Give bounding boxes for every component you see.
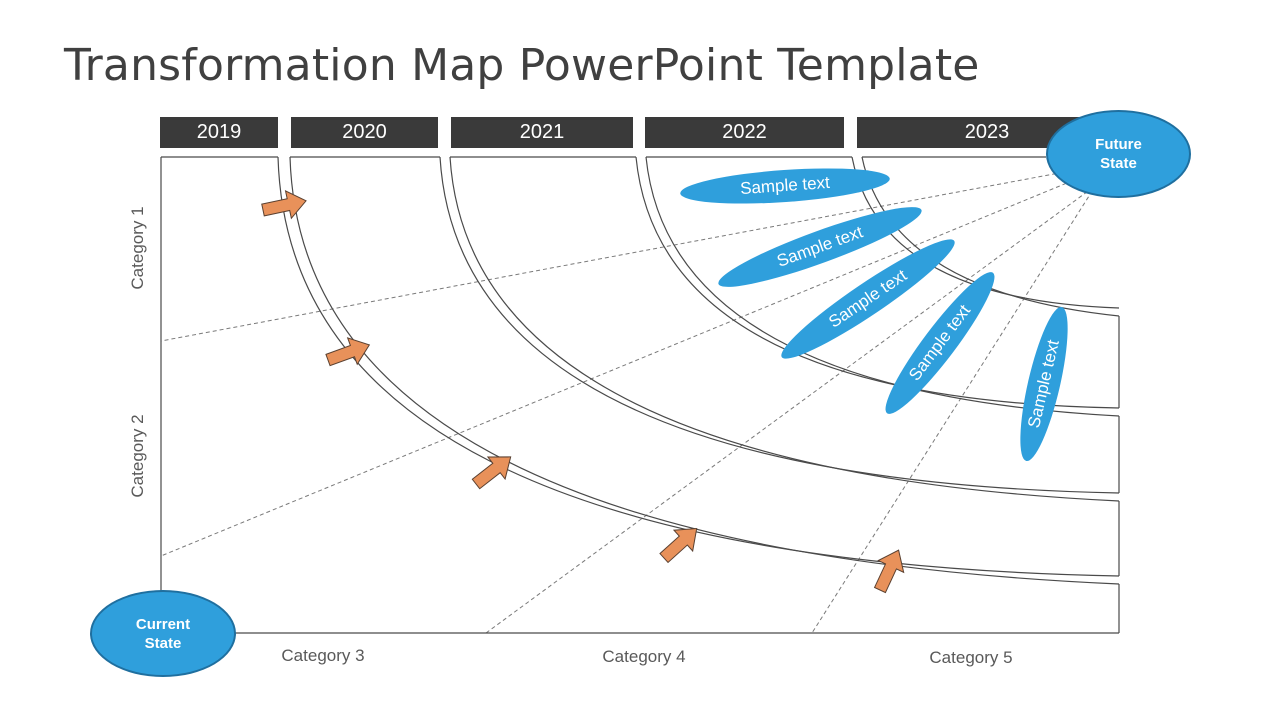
year-header-2019: 2019 xyxy=(160,117,278,148)
guide-ray xyxy=(811,184,1097,634)
arrow-2 xyxy=(325,337,371,367)
current-state-line2: State xyxy=(144,634,182,652)
guide-ray xyxy=(160,161,1119,342)
category-label-2: Category 2 xyxy=(128,414,147,498)
guide-rays xyxy=(160,161,1119,634)
guide-ray xyxy=(485,174,1111,634)
arc-road-2 xyxy=(439,156,1120,494)
arc-roads xyxy=(277,156,1120,585)
future-state-node: Future State xyxy=(1046,110,1191,198)
progress-arrows xyxy=(261,190,905,594)
category-label-3: Category 3 xyxy=(281,646,365,665)
future-state-line1: Future xyxy=(1095,136,1142,153)
arrow-1 xyxy=(261,190,307,220)
category-label-1: Category 1 xyxy=(128,206,147,290)
arrow-3 xyxy=(471,456,512,490)
arrow-5 xyxy=(873,549,905,594)
year-header-2020: 2020 xyxy=(291,117,438,148)
page-title: Transformation Map PowerPoint Template xyxy=(64,40,980,91)
category-label-5: Category 5 xyxy=(929,648,1013,667)
current-state-line1: Current xyxy=(135,615,191,633)
future-state-line2: State xyxy=(1100,155,1137,172)
arrow-4 xyxy=(659,528,698,564)
arc-road-outer xyxy=(277,156,1120,577)
year-header-2021: 2021 xyxy=(451,117,633,148)
frame xyxy=(160,156,1120,634)
current-state-node: Current State xyxy=(90,590,236,677)
arc-road-3 xyxy=(635,156,1120,409)
guide-ray xyxy=(160,161,1119,557)
year-header-2022: 2022 xyxy=(645,117,844,148)
category-label-4: Category 4 xyxy=(602,647,686,666)
